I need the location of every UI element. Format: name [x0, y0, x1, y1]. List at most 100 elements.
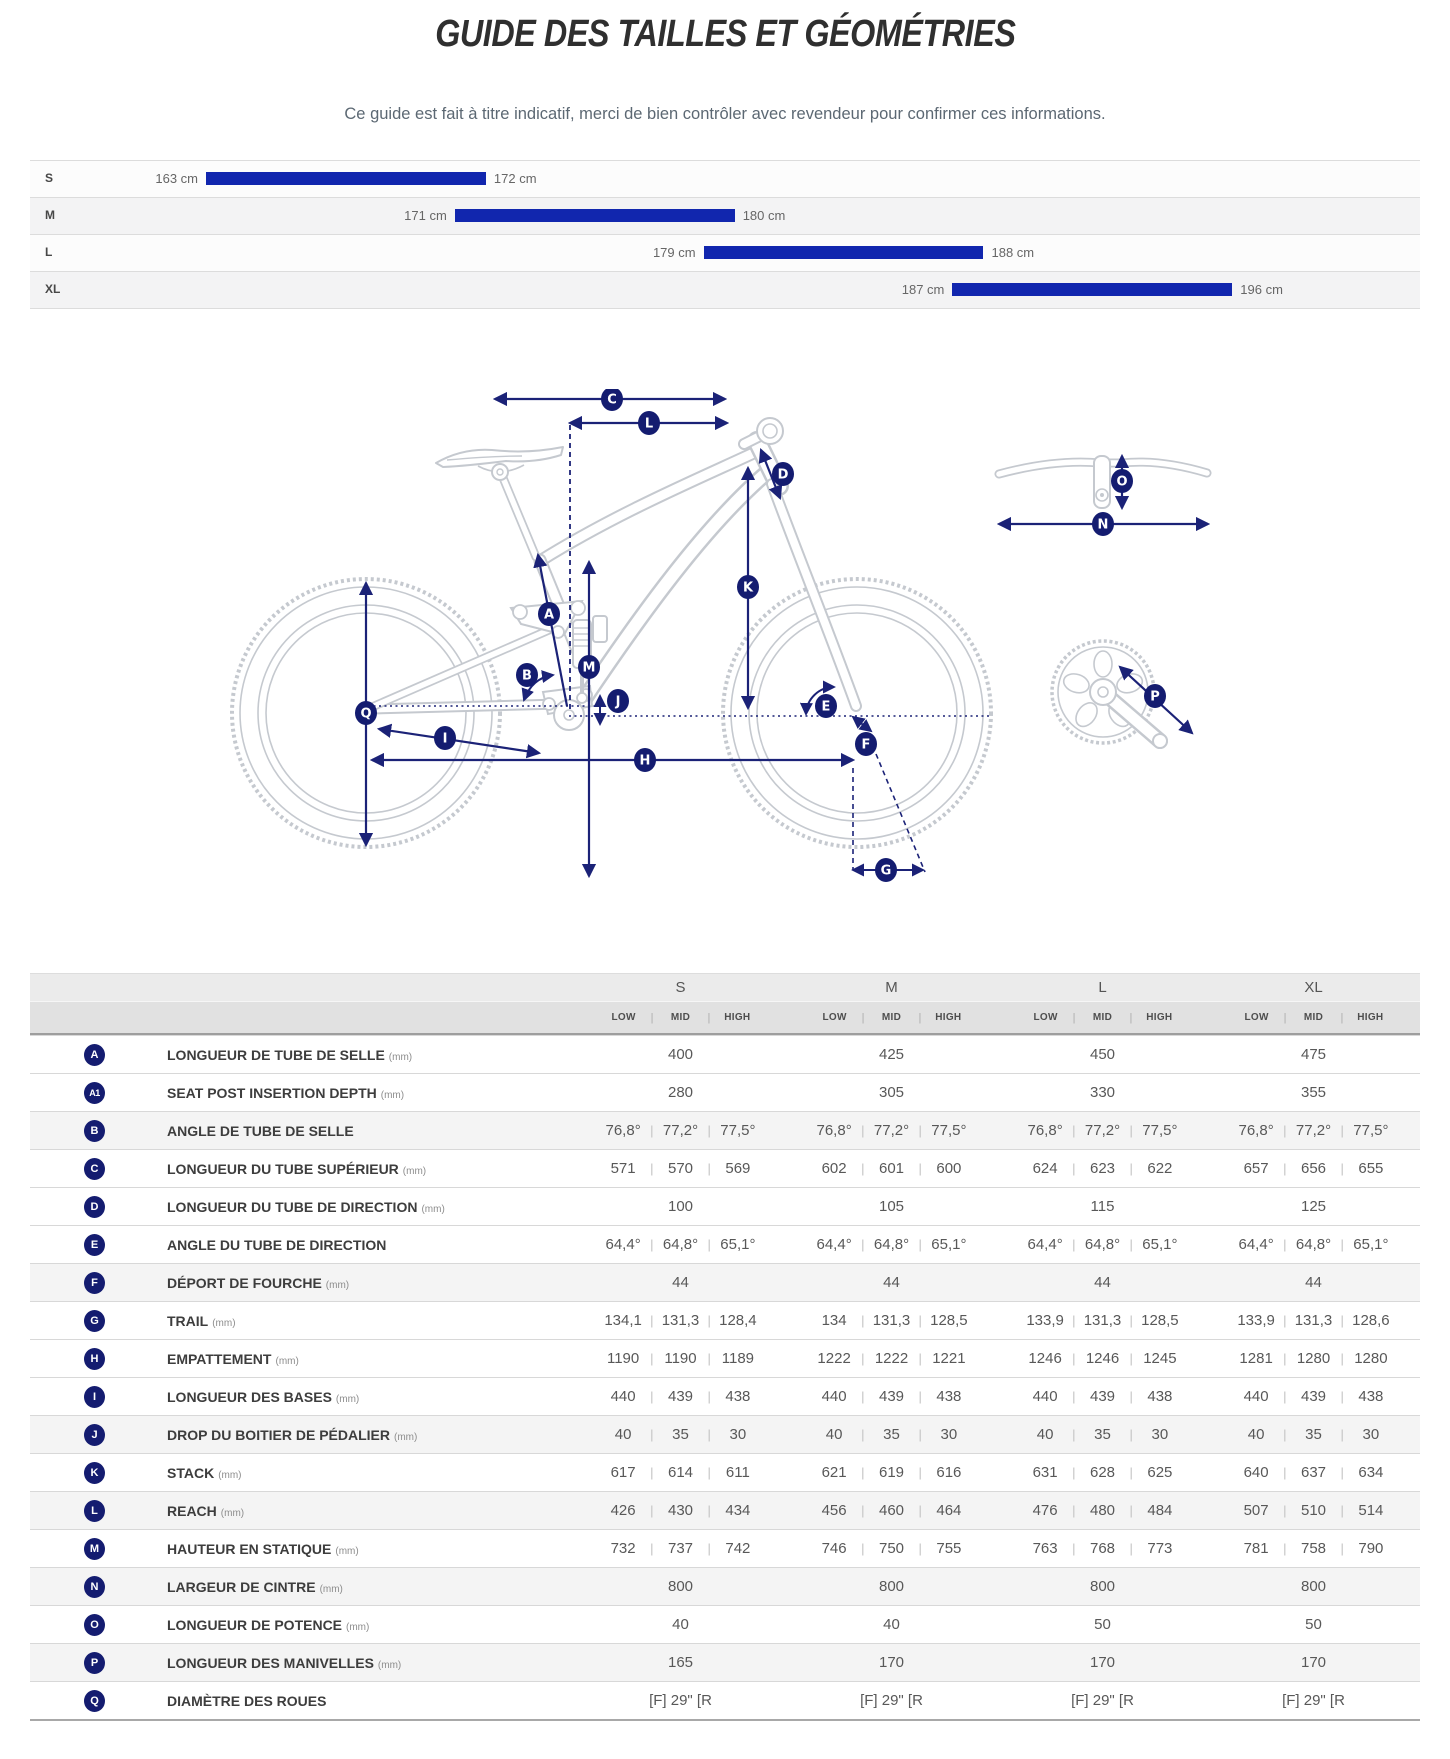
row-letter-badge: E	[84, 1233, 105, 1256]
value-group-xl: 44	[1208, 1274, 1419, 1291]
value-group-l: 50	[997, 1616, 1208, 1633]
value-cell: 484	[1147, 1502, 1173, 1519]
separator: |	[1129, 1503, 1133, 1518]
value-group-l: 476|480|484	[997, 1502, 1208, 1519]
value-cell: 40	[883, 1616, 900, 1633]
separator: |	[1072, 1237, 1076, 1252]
separator: |	[1129, 1237, 1133, 1252]
value-group-l: 1246|1246|1245	[997, 1350, 1208, 1367]
max-height-label: 172 cm	[493, 171, 537, 186]
row-letter-badge: F	[84, 1271, 105, 1294]
row-unit: (mm)	[346, 1621, 370, 1633]
height-range-bar	[454, 209, 735, 222]
value-cell: 800	[667, 1578, 694, 1595]
svg-text:Q: Q	[360, 707, 371, 722]
row-label: LONGUEUR DES BASES(mm)	[167, 1388, 360, 1405]
value-group-m: 440|439|438	[786, 1388, 997, 1405]
rear-triangle	[366, 625, 566, 715]
separator: |	[1129, 1427, 1133, 1442]
value-cell: 625	[1147, 1464, 1173, 1481]
value-group-m: 1222|1222|1221	[786, 1350, 997, 1367]
value-cell: 170	[1300, 1654, 1327, 1671]
value-group-l: 115	[997, 1198, 1208, 1215]
value-group-s: 44	[575, 1274, 786, 1291]
value-group-m: 456|460|464	[786, 1502, 997, 1519]
value-cell: 1246	[1085, 1350, 1120, 1367]
value-cell: 475	[1300, 1046, 1327, 1063]
value-cell: 64,8°	[1084, 1236, 1121, 1253]
value-cell: 1222	[874, 1350, 909, 1367]
value-group-s: 100	[575, 1198, 786, 1215]
value-group-xl: 64,4°|64,8°|65,1°	[1208, 1236, 1419, 1253]
size-label: M	[45, 208, 55, 222]
row-label: DROP DU BOITIER DE PÉDALIER(mm)	[167, 1426, 418, 1443]
separator: |	[1129, 1351, 1133, 1366]
svg-text:P: P	[1150, 690, 1160, 705]
row-label: DÉPORT DE FOURCHE(mm)	[167, 1274, 350, 1291]
value-cell: 1222	[817, 1350, 851, 1367]
value-cell: 655	[1358, 1160, 1384, 1177]
separator: |	[918, 1351, 922, 1366]
value-group-m: 76,8°|77,2°|77,5°	[786, 1122, 997, 1139]
separator: |	[650, 1123, 654, 1138]
value-group-l: 330	[997, 1084, 1208, 1101]
value-cell: 440	[610, 1388, 636, 1405]
separator: |	[650, 1503, 654, 1518]
row-letter-badge: O	[84, 1613, 105, 1636]
value-cell: 305	[878, 1084, 905, 1101]
size-label: XL	[45, 282, 61, 296]
row-letter-badge: D	[84, 1195, 105, 1218]
value-cell: 35	[672, 1426, 689, 1443]
value-group-l: [F] 29" [R	[997, 1692, 1208, 1709]
value-group-l: 763|768|773	[997, 1540, 1208, 1557]
value-cell: 637	[1300, 1464, 1327, 1481]
row-label: TRAIL(mm)	[167, 1312, 236, 1329]
value-cell: 460	[878, 1502, 905, 1519]
value-cell: 628	[1089, 1464, 1116, 1481]
size-column-label: M	[885, 979, 898, 996]
separator: |	[1072, 1427, 1076, 1442]
diagram-badge-c: C	[601, 389, 623, 411]
value-group-xl: 657|656|655	[1208, 1160, 1419, 1177]
separator: |	[1129, 1465, 1133, 1480]
value-cell: 755	[936, 1540, 962, 1557]
value-group-l: 450	[997, 1046, 1208, 1063]
diagram-badge-g: G	[875, 858, 897, 882]
size-column-header-s: S	[575, 979, 786, 996]
value-cell: 507	[1243, 1502, 1269, 1519]
svg-text:J: J	[615, 695, 621, 710]
dim-I-line	[376, 723, 542, 759]
value-group-m: 800	[786, 1578, 997, 1595]
value-group-xl: 50	[1208, 1616, 1419, 1633]
value-cell: 773	[1147, 1540, 1173, 1557]
value-cell: 65,1°	[720, 1236, 756, 1253]
value-group-xl: 170	[1208, 1654, 1419, 1671]
diagram-badge-a: A	[538, 602, 560, 626]
height-range-bar	[703, 246, 984, 259]
value-cell: 631	[1032, 1464, 1058, 1481]
row-label: LONGUEUR DES MANIVELLES(mm)	[167, 1654, 402, 1671]
svg-text:N: N	[1098, 518, 1109, 533]
dim-E-arc	[799, 680, 836, 716]
value-cell: 280	[667, 1084, 694, 1101]
diagram-badge-b: B	[516, 663, 538, 687]
position-header-group: LOW|MID|HIGH	[575, 1012, 786, 1024]
separator: |	[1340, 1351, 1344, 1366]
value-group-l: 631|628|625	[997, 1464, 1208, 1481]
value-group-s: 165	[575, 1654, 786, 1671]
value-group-s: 134,1|131,3|128,4	[575, 1312, 786, 1329]
value-cell: 616	[936, 1464, 962, 1481]
separator: |	[1283, 1465, 1287, 1480]
value-cell: 746	[821, 1540, 847, 1557]
